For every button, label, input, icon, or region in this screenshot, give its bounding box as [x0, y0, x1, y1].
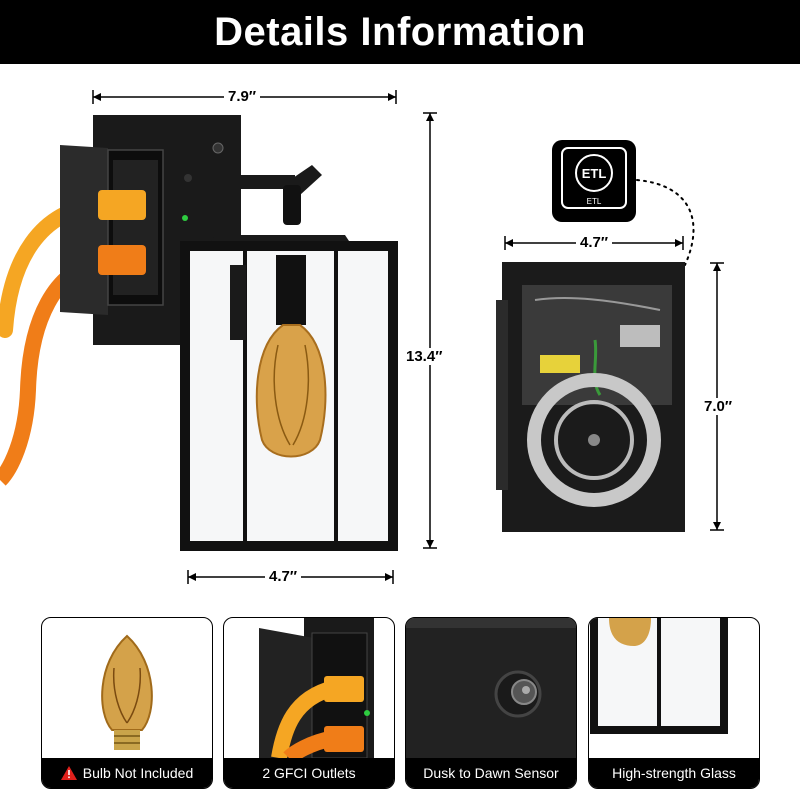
- feature-card-sensor: Dusk to Dawn Sensor: [405, 617, 577, 789]
- glass-closeup-illustration: [590, 618, 728, 734]
- box-height-label: 7.0″: [700, 398, 737, 415]
- sensor-closeup-illustration: [406, 618, 576, 758]
- lantern: [180, 235, 398, 551]
- svg-text:ETL: ETL: [587, 197, 602, 206]
- lamp-arm: [205, 165, 322, 225]
- feature-caption: High-strength Glass: [589, 758, 759, 788]
- bulb-illustration: [101, 634, 153, 750]
- product-illustration: ETL ETL: [0, 90, 724, 584]
- top-width-label: 7.9″: [224, 88, 261, 105]
- bottom-width-label: 4.7″: [265, 568, 302, 585]
- feature-caption: Bulb Not Included: [42, 758, 212, 788]
- feature-label: Bulb Not Included: [82, 765, 194, 781]
- dotted-connector: [636, 179, 695, 266]
- etl-certification-icon: ETL ETL: [552, 140, 636, 222]
- yellow-plug: [98, 190, 146, 220]
- outlet-closeup-illustration: [259, 618, 374, 758]
- feature-card-glass: High-strength Glass: [588, 617, 760, 789]
- orange-plug: [98, 245, 146, 275]
- feature-label: High-strength Glass: [612, 765, 736, 781]
- svg-text:ETL: ETL: [582, 166, 607, 181]
- feature-card-bulb: Bulb Not Included: [41, 617, 213, 789]
- feature-caption: 2 GFCI Outlets: [224, 758, 394, 788]
- height-label: 13.4″: [402, 348, 447, 365]
- page-title: Details Information: [214, 9, 586, 54]
- height-dimension: [423, 112, 437, 549]
- outlet-box: [60, 115, 241, 345]
- warning-icon: [60, 766, 77, 780]
- box-height-dimension: [710, 262, 724, 531]
- feature-caption: Dusk to Dawn Sensor: [406, 758, 576, 788]
- feature-label: Dusk to Dawn Sensor: [423, 765, 559, 781]
- feature-label: 2 GFCI Outlets: [262, 765, 356, 781]
- back-box: [496, 262, 685, 532]
- box-width-label: 4.7″: [576, 234, 613, 251]
- feature-card-gfci: 2 GFCI Outlets: [223, 617, 395, 789]
- header-banner: Details Information: [0, 0, 800, 64]
